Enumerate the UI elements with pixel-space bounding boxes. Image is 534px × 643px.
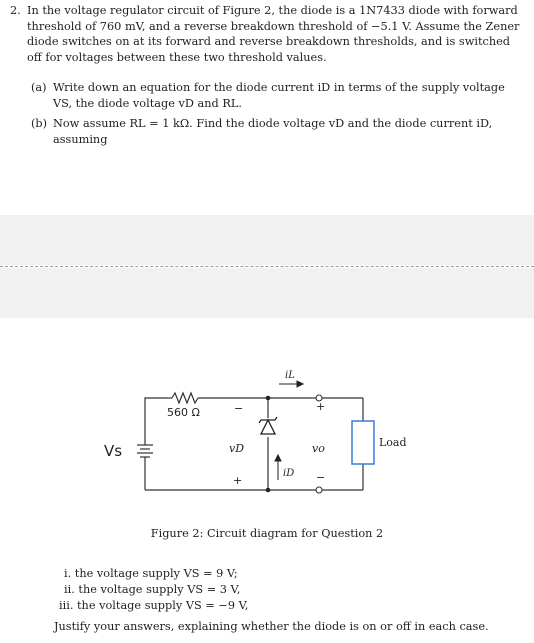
vd-minus: − [234,402,243,415]
wire-left-top [144,397,172,445]
part-a-text: Write down an equation for the diode cur… [53,81,505,110]
battery [137,444,153,462]
zener-diode [258,416,278,435]
vd-plus: + [233,474,242,487]
part-b-text: Now assume RL = 1 kΩ. Find the diode vol… [53,117,493,146]
page-gap-top [0,215,534,265]
node-top [265,395,271,401]
subitem-ii: ii. the voltage supply VS = 3 V, [64,583,241,596]
resistor [171,391,199,405]
vd-label: vD [229,442,244,455]
page-gap-bottom [0,268,534,318]
figure-caption: Figure 2: Circuit diagram for Question 2 [150,527,384,540]
terminal-top [315,394,323,402]
il-arrow [279,380,305,388]
il-label: iL [285,370,295,381]
question: 2. In the voltage regulator circuit of F… [10,3,526,65]
id-arrow [274,453,282,480]
vo-label: vo [312,442,325,455]
load-label: Load [379,436,407,449]
part-b: (b) Now assume RL = 1 kΩ. Find the diode… [31,116,525,147]
resistor-label: 560 Ω [167,406,200,419]
page-divider [0,266,534,267]
part-a: (a) Write down an equation for the diode… [31,80,525,111]
subitem-i: i. the voltage supply VS = 9 V; [64,567,238,580]
id-label: iD [283,468,294,479]
vo-plus: + [316,400,325,413]
node-bottom [265,487,271,493]
justify-text: Justify your answers, explaining whether… [54,620,489,633]
question-text: In the voltage regulator circuit of Figu… [27,4,520,64]
question-number: 2. [10,4,21,17]
vo-minus: − [316,471,325,484]
part-b-label: (b) [31,117,48,130]
subitem-iii: iii. the voltage supply VS = −9 V, [59,599,249,612]
source-label: Vs [104,442,122,460]
terminal-bottom [315,486,323,494]
load-box [351,420,375,465]
part-a-label: (a) [31,81,47,94]
